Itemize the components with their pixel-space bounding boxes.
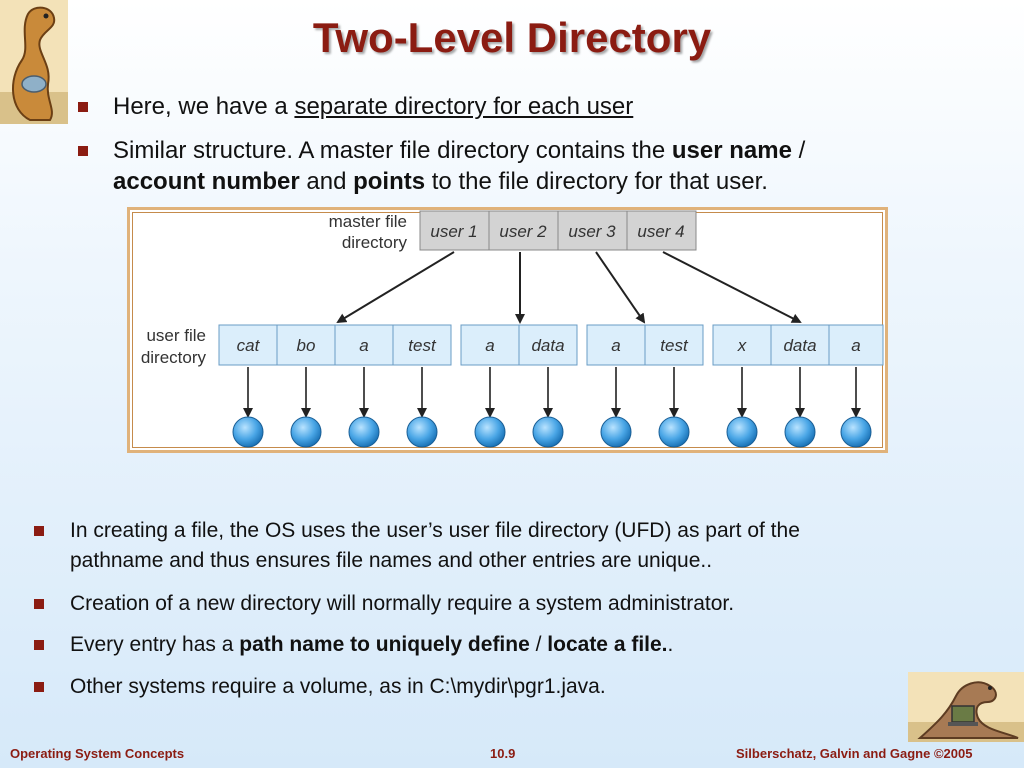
user-label: user 1 [430, 222, 477, 241]
bullet-text: / [529, 633, 548, 656]
file-entry-cell [518, 324, 578, 366]
arrow [336, 251, 455, 324]
file-icon [840, 416, 872, 448]
file-circles [232, 416, 872, 448]
dinosaur-logo-bottom [908, 672, 1024, 742]
bullet-creating-file: In creating a file, the OS uses the user… [34, 516, 994, 576]
bullet-square-icon [78, 102, 88, 112]
file-icon [232, 416, 264, 448]
master-file-directory: user 1 user 2 user 3 user 4 [419, 210, 697, 251]
bold-points: points [353, 168, 426, 195]
file-icon [658, 416, 690, 448]
file-icon [532, 416, 564, 448]
bullet-creation-directory: Creation of a new directory will normall… [34, 589, 994, 619]
bullet-square-icon [34, 682, 44, 692]
file-entry-label: cat [237, 336, 261, 355]
bullet-square-icon [78, 146, 88, 156]
file-entry-cell [334, 324, 394, 366]
ufd-label-line1: user file [146, 326, 206, 345]
bullet-other-systems: Other systems require a volume, as in C:… [34, 672, 904, 702]
file-entry-label: a [611, 336, 620, 355]
bullet-square-icon [34, 640, 44, 650]
file-entry-cell [712, 324, 772, 366]
file-entry-label: data [531, 336, 564, 355]
file-entry-cell [644, 324, 704, 366]
bullet-text: pathname and thus ensures file names and… [70, 549, 713, 572]
master-label-line1: master file [329, 212, 407, 231]
bullet-path-name: Every entry has a path name to uniquely … [34, 630, 994, 660]
footer-left: Operating System Concepts [10, 746, 185, 761]
bullet-text: In creating a file, the OS uses the user… [70, 519, 800, 542]
file-entry-label: a [851, 336, 860, 355]
file-entry-label: test [660, 336, 689, 355]
file-entry-cell [460, 324, 520, 366]
bullet-square-icon [34, 599, 44, 609]
bullet-text: and [299, 168, 354, 195]
bullet-text: to the file directory for that user. [425, 168, 768, 195]
user-label: user 2 [499, 222, 547, 241]
bullet-similar-structure: Similar structure. A master file directo… [78, 135, 978, 197]
file-entry-cell [392, 324, 452, 366]
file-entry-label: test [408, 336, 437, 355]
two-level-directory-diagram: master file directory user 1 user 2 user… [127, 207, 888, 453]
dinosaur-logo-top [0, 0, 68, 124]
underlined-phrase: separate directory for each user [294, 93, 634, 120]
bullet-text: Similar structure. A master file directo… [113, 137, 672, 164]
ufd-user1: cat bo a test [218, 324, 452, 366]
arrow [662, 251, 802, 323]
bold-account-number: account number [113, 168, 300, 195]
bullet-text: . [667, 633, 674, 656]
arrow [595, 251, 646, 324]
footer-right: Silberschatz, Galvin and Gagne ©2005 [736, 746, 973, 761]
file-entry-label: bo [297, 336, 316, 355]
file-entry-cell [828, 324, 884, 366]
user-cell [488, 210, 559, 251]
file-icon [348, 416, 380, 448]
file-entry-cell [770, 324, 830, 366]
file-entry-label: x [737, 336, 747, 355]
master-label-line2: directory [342, 233, 408, 252]
diagram-svg: master file directory user 1 user 2 user… [141, 210, 884, 448]
file-entry-label: a [359, 336, 368, 355]
ufd-label-line2: directory [141, 348, 207, 367]
bullet-square-icon [34, 526, 44, 536]
master-to-ufd-arrows [336, 251, 802, 324]
bullet-text: Here, we have a [113, 93, 295, 120]
user-label: user 3 [568, 222, 616, 241]
file-entry-label: data [783, 336, 816, 355]
file-icon [290, 416, 322, 448]
bullet-separate-directory: Here, we have a separate directory for e… [78, 91, 978, 122]
file-icon [600, 416, 632, 448]
ufd-user3: a test [586, 324, 704, 366]
file-icon [784, 416, 816, 448]
slide-title: Two-Level Directory [312, 14, 712, 61]
bullet-text: Other systems require a volume, as in C:… [70, 675, 606, 698]
file-icon [474, 416, 506, 448]
ufd-user2: a data [460, 324, 578, 366]
file-icon [726, 416, 758, 448]
file-icon [406, 416, 438, 448]
bold-path-name: path name to uniquely define [239, 633, 530, 656]
bullet-text: / [791, 137, 806, 164]
ufd-user4: x data a [712, 324, 884, 366]
bold-locate-file: locate a file. [547, 633, 668, 656]
user-cell [419, 210, 490, 251]
file-entry-cell [218, 324, 278, 366]
file-entry-cell [586, 324, 646, 366]
file-entry-label: a [485, 336, 494, 355]
footer-page-number: 10.9 [490, 746, 516, 761]
bold-user-name: user name [671, 137, 792, 164]
user-label: user 4 [637, 222, 684, 241]
bullet-text: Every entry has a [70, 633, 240, 656]
user-cell [626, 210, 697, 251]
entry-to-file-arrows [243, 367, 861, 418]
bullet-text: Creation of a new directory will normall… [70, 592, 735, 615]
